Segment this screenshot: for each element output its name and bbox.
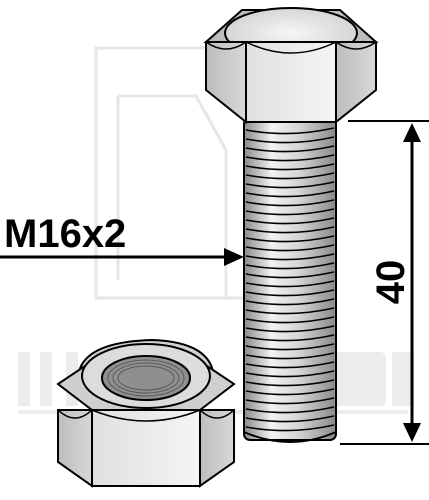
length-arrowhead-top xyxy=(403,123,421,142)
thread-size-label: M16x2 xyxy=(4,212,126,256)
thread-ridge xyxy=(245,298,335,306)
thread-ridge xyxy=(245,190,335,198)
thread-ridge xyxy=(245,325,335,333)
thread-ridge xyxy=(245,253,335,261)
thread-ridge xyxy=(245,199,335,207)
thread-ridge xyxy=(245,226,335,234)
thread-ridge xyxy=(245,406,335,414)
thread-ridge xyxy=(245,316,335,324)
thread-ridge xyxy=(245,343,335,351)
thread-ridge xyxy=(245,334,335,342)
thread-ridge xyxy=(245,172,335,180)
thread-arrowhead xyxy=(224,248,244,266)
thread-ridge xyxy=(245,379,335,387)
thread-ridge xyxy=(245,244,335,252)
thread-ridge xyxy=(245,217,335,225)
length-arrowhead-bottom xyxy=(403,423,421,442)
thread-ridge xyxy=(245,307,335,315)
thread-ridge xyxy=(245,370,335,378)
thread-ridge xyxy=(245,415,335,423)
bolt-threads xyxy=(245,127,335,432)
thread-ridge xyxy=(245,163,335,171)
thread-ridge xyxy=(245,136,335,144)
thread-ridge xyxy=(245,181,335,189)
thread-ridge xyxy=(245,388,335,396)
thread-ridge xyxy=(245,262,335,270)
bolt-shank xyxy=(243,117,337,443)
thread-ridge xyxy=(245,145,335,153)
length-label: 40 xyxy=(369,260,413,305)
thread-ridge xyxy=(245,154,335,162)
thread-ridge xyxy=(245,289,335,297)
length-dimension: 40 xyxy=(340,120,429,445)
bolt-head xyxy=(203,7,379,125)
thread-ridge xyxy=(245,352,335,360)
thread-ridge xyxy=(245,208,335,216)
thread-ridge xyxy=(245,271,335,279)
thread-ridge xyxy=(245,424,335,432)
thread-ridge xyxy=(245,397,335,405)
thread-ridge xyxy=(245,361,335,369)
thread-callout: M16x2 xyxy=(0,212,244,266)
lock-nut xyxy=(56,338,236,488)
thread-ridge xyxy=(245,235,335,243)
thread-ridge xyxy=(245,127,335,135)
thread-ridge xyxy=(245,280,335,288)
